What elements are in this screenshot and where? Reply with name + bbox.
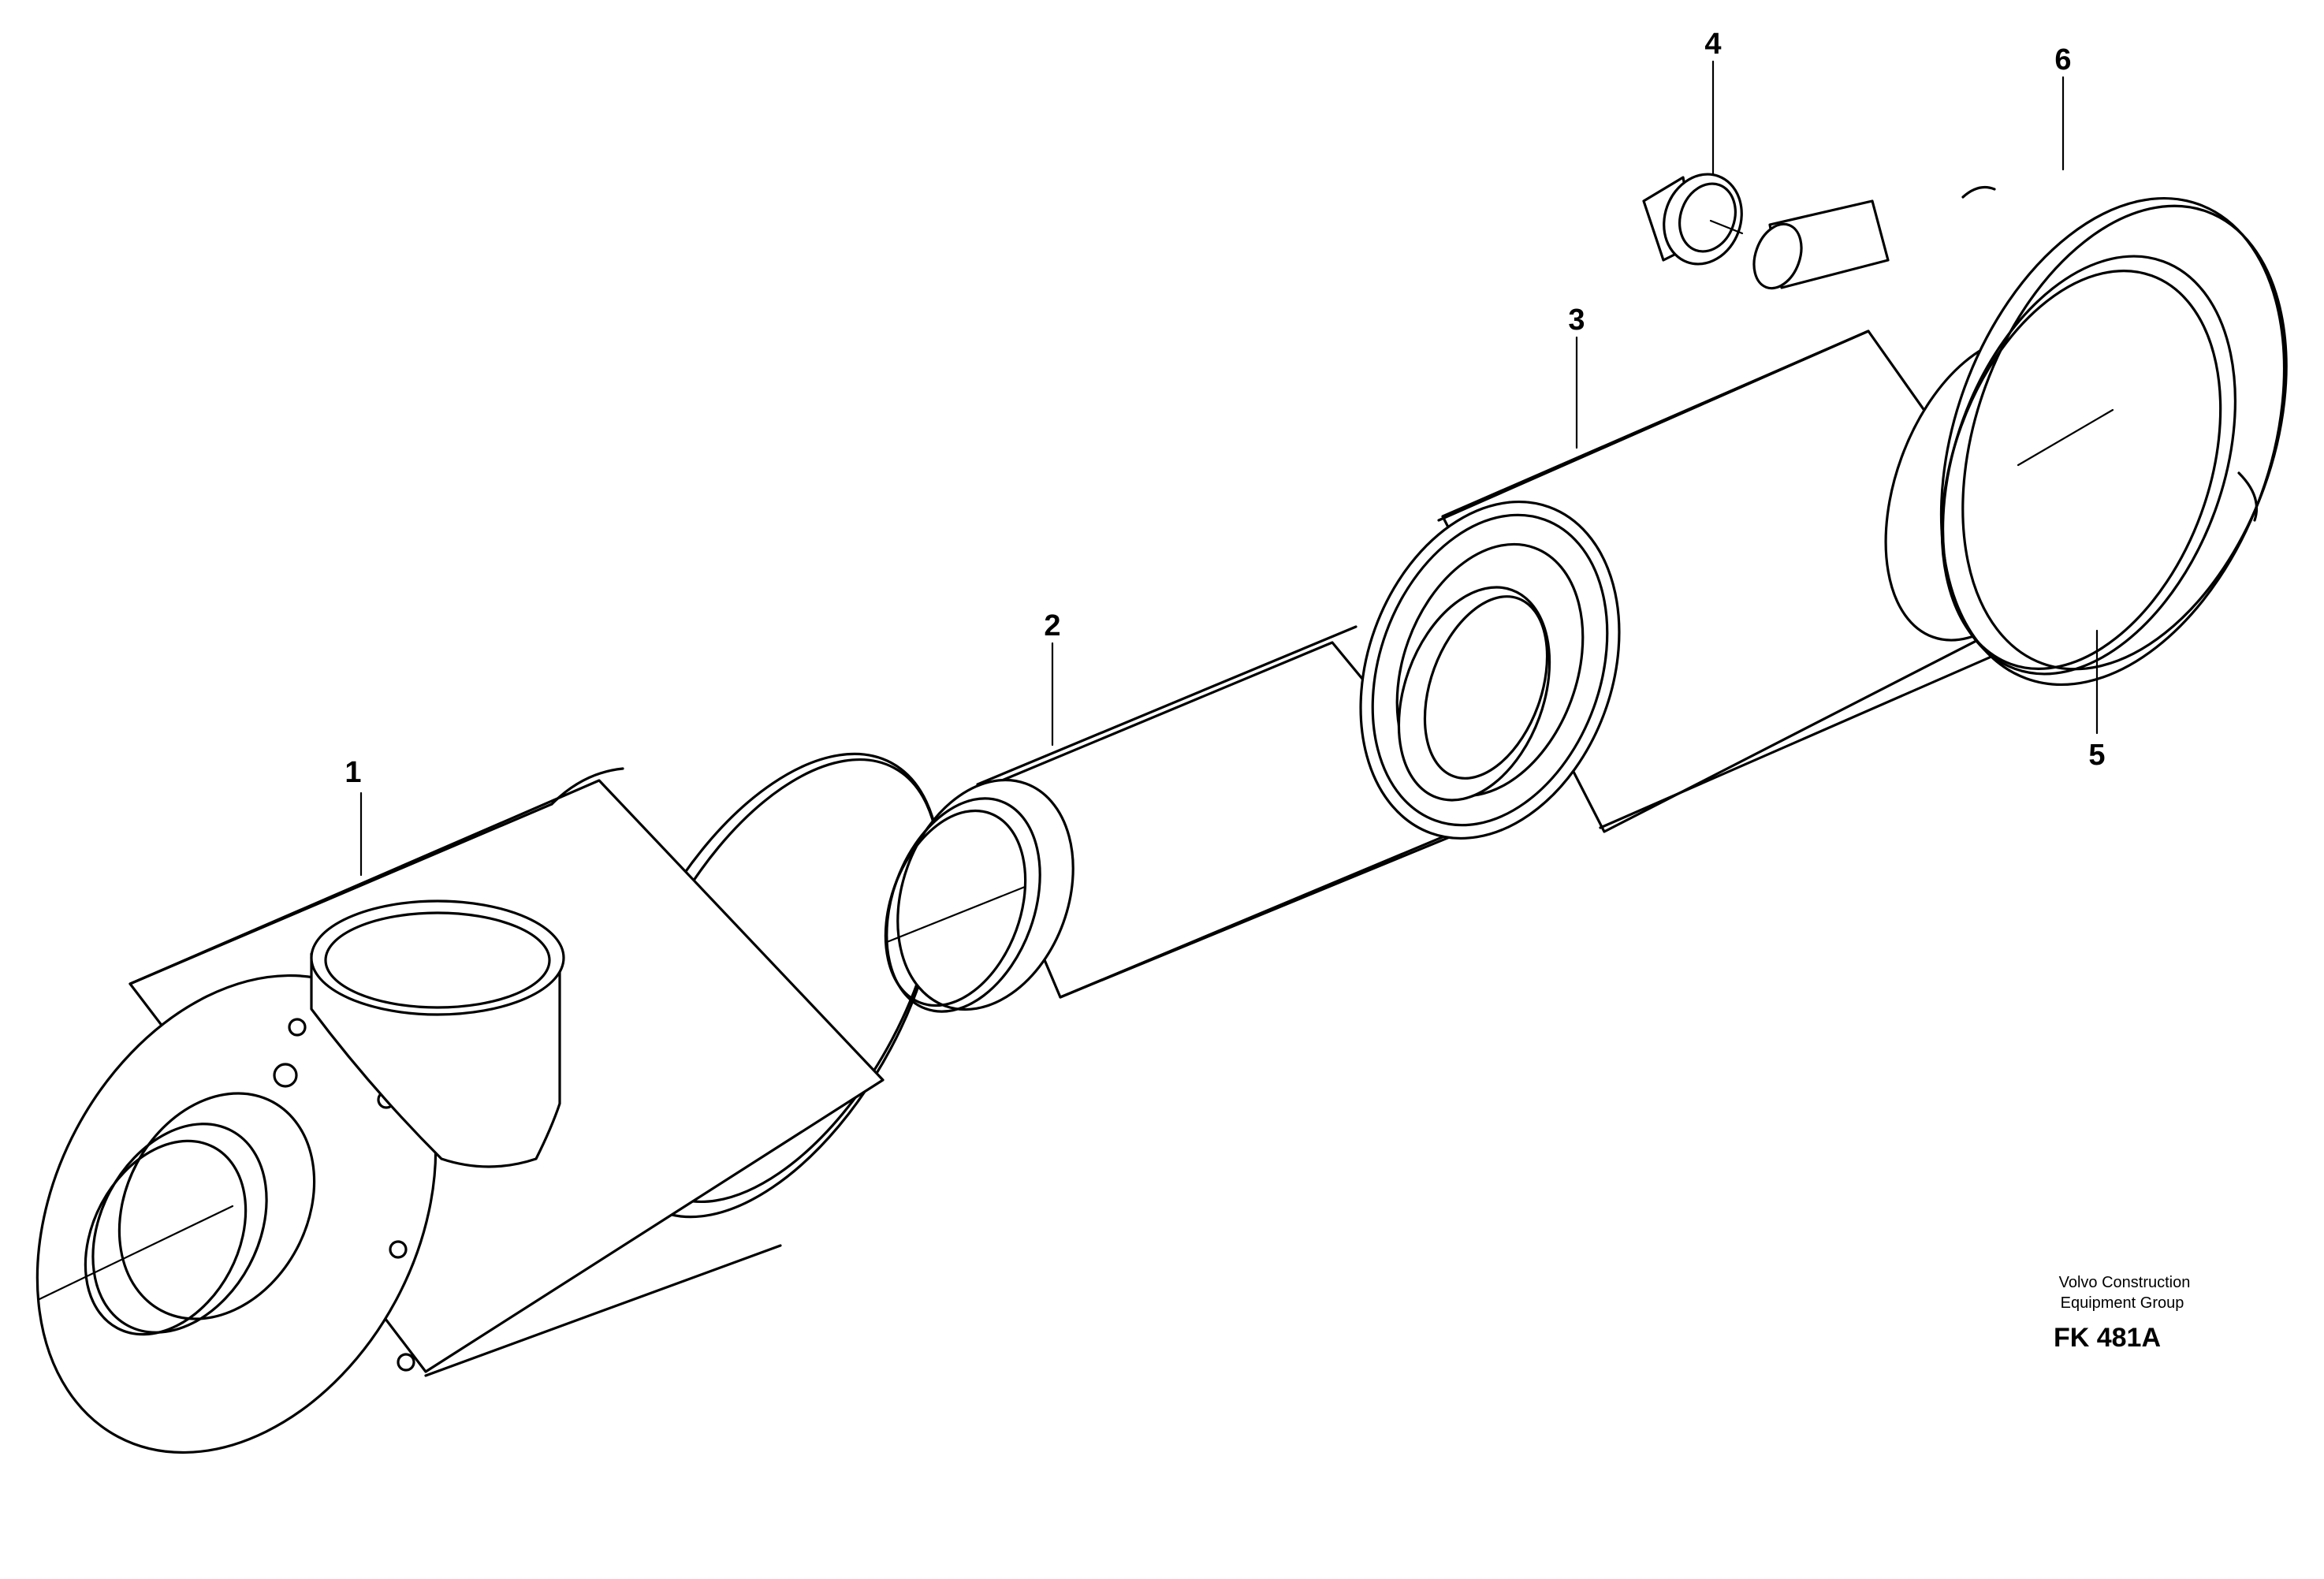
- drawing-code: FK 481A: [2054, 1323, 2161, 1353]
- callout-1: 1: [345, 756, 361, 789]
- company-line-1: Volvo Construction: [2059, 1274, 2191, 1291]
- part-4-valve: [1642, 173, 1890, 290]
- drawing-caption: Volvo Construction Equipment Group FK 48…: [2054, 1274, 2190, 1353]
- part-2-safety-filter: [884, 625, 1484, 1013]
- callout-3: 3: [1568, 304, 1585, 337]
- callout-2: 2: [1044, 609, 1060, 642]
- callout-leaders: [359, 60, 2099, 877]
- part-1-air-cleaner-housing: [35, 752, 941, 1454]
- callout-labels: 1 2 3 4 5 6: [345, 28, 2105, 789]
- part-3-main-filter: [1359, 330, 2114, 840]
- callout-4: 4: [1704, 28, 1721, 61]
- part-6-cover: [1939, 186, 2288, 686]
- company-line-2: Equipment Group: [2061, 1294, 2184, 1312]
- callout-5: 5: [2088, 739, 2105, 772]
- callout-6: 6: [2054, 43, 2071, 76]
